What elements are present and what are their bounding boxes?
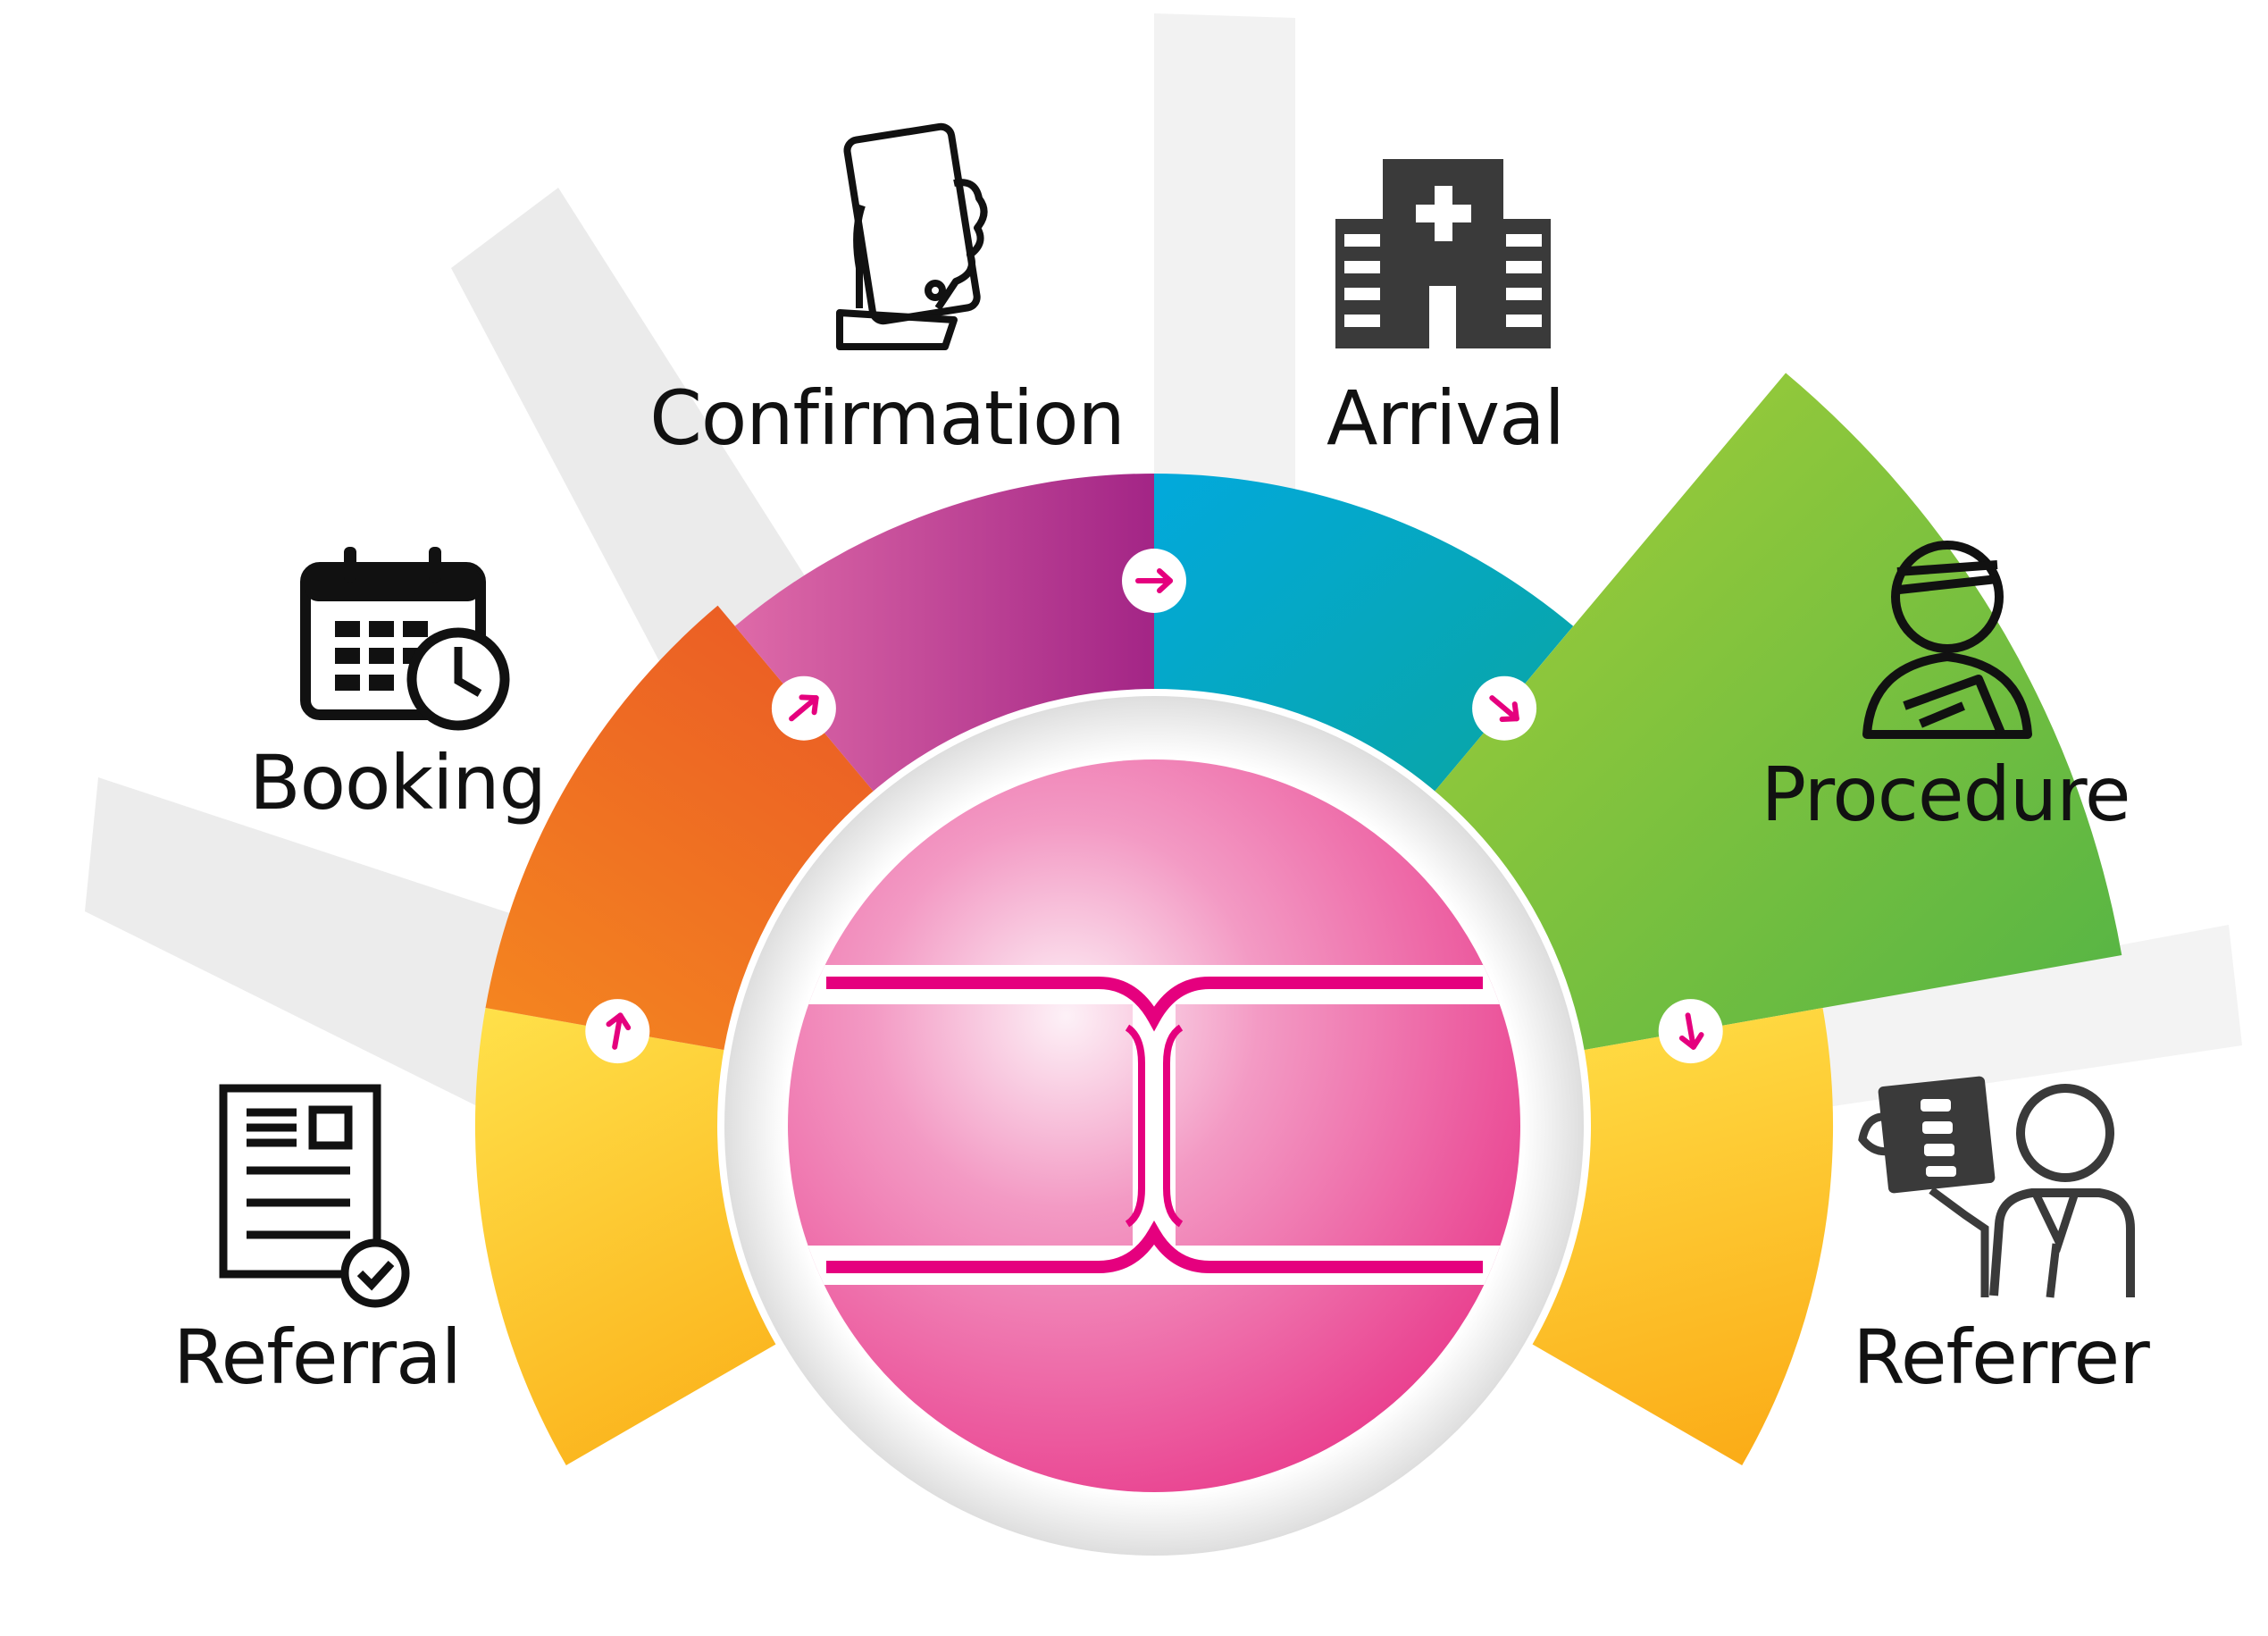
arrow-booking-to-confirmation (771, 675, 836, 741)
hospital-icon (1335, 159, 1551, 348)
beam-top (1154, 13, 1295, 536)
label-booking: Booking (249, 739, 546, 826)
flow-arrows (585, 549, 1723, 1064)
document-check-icon (219, 1084, 410, 1308)
phone-in-hand-icon (836, 122, 988, 350)
arrow-arrival-to-procedure (1472, 675, 1537, 741)
bandaged-patient-icon (1862, 541, 2032, 739)
arrow-procedure-to-referrer (1658, 999, 1723, 1064)
label-referral: Referral (173, 1313, 461, 1401)
arrow-referral-to-booking (585, 999, 650, 1064)
doctor-with-xray-icon (1858, 1076, 2135, 1298)
calendar-clock-icon (300, 547, 510, 731)
label-procedure: Procedure (1761, 751, 2130, 838)
arrow-confirmation-to-arrival (1122, 549, 1186, 613)
label-confirmation: Confirmation (649, 374, 1124, 462)
label-arrival: Arrival (1326, 374, 1564, 462)
pink-sphere-logo-icon (788, 759, 1520, 1492)
label-referrer: Referrer (1853, 1313, 2150, 1401)
inner-ring-edge (717, 689, 1591, 1563)
